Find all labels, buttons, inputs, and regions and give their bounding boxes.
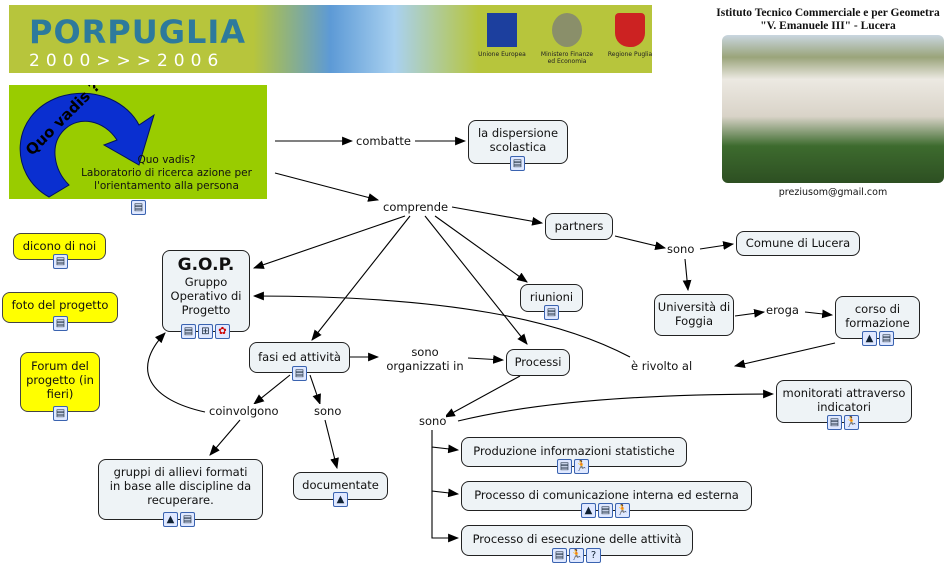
logo-caption-regione: Regione Puglia [607,51,653,58]
eu-flag-icon [487,13,517,47]
running-person-icon[interactable]: 🏃 [574,459,589,474]
school-title-line2: "V. Emanuele III" - Lucera [760,20,896,32]
node-processi[interactable]: Processi [506,349,570,376]
document-icon[interactable]: ▤ [544,305,559,320]
email[interactable]: preziusom@gmail.com [778,187,888,198]
document-icon[interactable]: ▤ [598,503,613,518]
node-corso-formazione[interactable]: corso di formazione [835,296,920,339]
image-icon[interactable]: ▲ [862,331,877,346]
quo-vadis-line2: Laboratorio di ricerca azione per [81,167,252,179]
node-gruppi-allievi[interactable]: gruppi di allievi formati in base alle d… [98,459,263,520]
document-icon[interactable]: ▤ [827,415,842,430]
document-icon[interactable]: ▤ [292,366,307,381]
document-icon[interactable]: ▤ [53,316,68,331]
help-icon[interactable]: ? [586,548,601,563]
linked-map-icon[interactable]: ✿ [215,324,230,339]
logo-caption-eu: Unione Europea [478,51,526,58]
document-icon[interactable]: ▤ [181,324,196,339]
school-photo [722,35,944,183]
quo-vadis-line1: Quo vadis? [137,154,196,166]
running-person-icon[interactable]: 🏃 [569,548,584,563]
document-icon[interactable]: ▤ [131,200,146,215]
banner-brand: PORPUGLIA [29,13,247,51]
image-icon[interactable]: ▲ [163,512,178,527]
quo-vadis-line3: l'orientamento alla persona [94,180,239,192]
image-icon[interactable]: ▲ [581,503,596,518]
running-person-icon[interactable]: 🏃 [615,503,630,518]
porpuglia-banner: PORPUGLIA 2000>>>2006 Unione Europea Min… [9,5,652,73]
quo-vadis-text: Quo vadis? Laboratorio di ricerca azione… [69,154,264,193]
concept-map-icon[interactable]: ⊞ [198,324,213,339]
node-gop[interactable]: G.O.P. Gruppo Operativo di Progetto [162,250,250,332]
document-icon[interactable]: ▤ [552,548,567,563]
quo-vadis-arrow-icon: Quo vadis ? [19,85,155,198]
node-fasi-attivita[interactable]: fasi ed attività [249,342,350,373]
link-rivolto: è rivolto al [631,359,693,373]
link-combatte: combatte [356,134,412,148]
document-icon[interactable]: ▤ [879,331,894,346]
gop-title: G.O.P. [177,255,235,275]
link-sono-processi: sono [419,414,447,428]
node-partners[interactable]: partners [545,213,613,240]
document-icon[interactable]: ▤ [53,254,68,269]
puglia-shield-icon [615,13,645,47]
quo-vadis-node[interactable]: Quo vadis ? Quo vadis? Laboratorio di ri… [9,85,267,199]
document-icon[interactable]: ▤ [510,156,525,171]
link-sono: sono [667,242,695,256]
link-organizzati: sono organizzati in [384,345,466,373]
running-person-icon[interactable]: 🏃 [844,415,859,430]
link-eroga: eroga [766,303,799,317]
node-universita-foggia[interactable]: Università di Foggia [654,294,734,336]
italian-emblem-icon [552,13,582,47]
school-title: Istituto Tecnico Commerciale e per Geome… [703,7,951,33]
node-forum[interactable]: Forum del progetto (in fieri) [20,352,100,412]
node-comune-lucera[interactable]: Comune di Lucera [736,231,860,256]
node-dispersione[interactable]: la dispersione scolastica [468,120,568,164]
logo-caption-ministero: Ministero Finanze ed Economia [540,51,594,65]
document-icon[interactable]: ▤ [53,406,68,421]
link-comprende: comprende [383,200,449,214]
gop-subtitle: Gruppo Operativo di Progetto [170,275,242,317]
document-icon[interactable]: ▤ [557,459,572,474]
document-icon[interactable]: ▤ [180,512,195,527]
link-coinvolgono: coinvolgono [209,404,279,418]
school-title-line1: Istituto Tecnico Commerciale e per Geome… [716,7,940,19]
banner-years: 2000>>>2006 [29,51,225,71]
image-icon[interactable]: ▲ [333,492,348,507]
node-dicono-di-noi[interactable]: dicono di noi [13,233,106,260]
link-sono-documentate: sono [314,404,342,418]
